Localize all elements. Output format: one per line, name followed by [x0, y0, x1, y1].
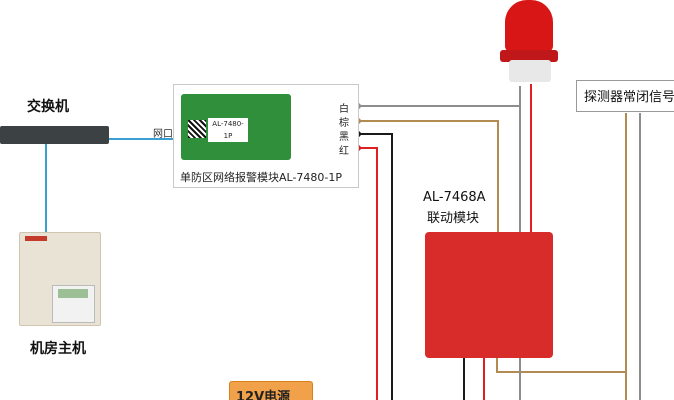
wire-label-white: 白	[339, 104, 349, 115]
detector-label: 探测器常闭信号	[584, 90, 674, 105]
pcb-label: AL-7480-1P	[208, 118, 248, 142]
brown-wire	[358, 120, 499, 237]
wire-label-brown: 棕	[339, 118, 349, 129]
black-wire	[358, 133, 393, 400]
beacon-light-icon	[505, 0, 553, 52]
detector-box	[576, 80, 674, 112]
beacon-base	[509, 60, 551, 82]
linkage-module-icon	[425, 232, 553, 358]
wire-label-red: 红	[339, 146, 349, 157]
host-label: 机房主机	[30, 341, 86, 357]
switch-label: 交换机	[27, 99, 69, 115]
port-label: 网口	[153, 129, 173, 140]
keypad-screen	[58, 289, 88, 298]
module-caption: 单防区网络报警模块AL-7480-1P	[180, 171, 343, 184]
linkage-model-label: AL-7468A	[423, 190, 486, 205]
beacon-band	[500, 50, 558, 62]
red-wire	[358, 147, 378, 400]
wire-label-black: 黑	[339, 132, 349, 143]
host-brand-mark	[25, 236, 47, 241]
qr-code-icon	[188, 120, 206, 138]
network-switch-icon	[0, 126, 109, 144]
power-supply-box	[229, 381, 313, 400]
linkage-name-label: 联动模块	[427, 211, 480, 226]
power-label: 12V电源	[236, 390, 291, 400]
